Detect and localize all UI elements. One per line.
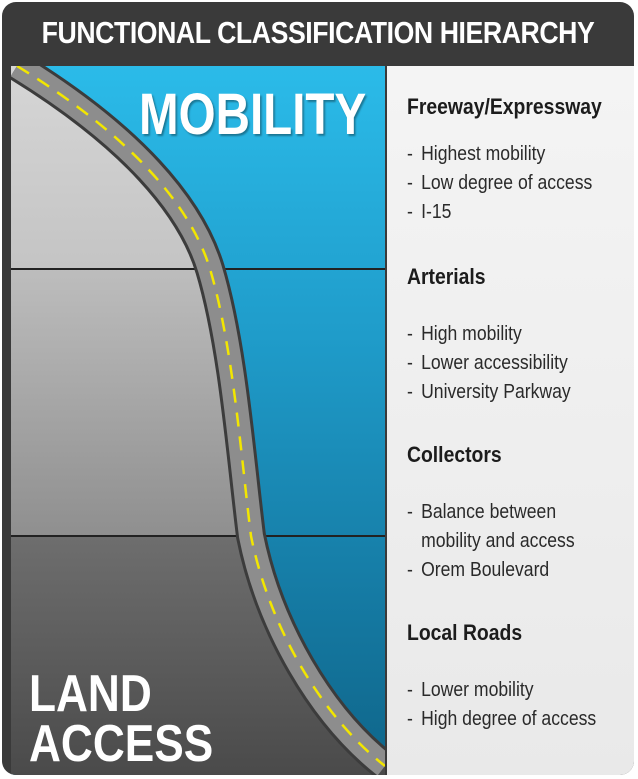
classification-item: mobility and access bbox=[421, 530, 575, 552]
hierarchy-svg bbox=[11, 66, 385, 775]
classification-title: Local Roads bbox=[407, 620, 523, 645]
classification-item: High degree of access bbox=[407, 705, 609, 734]
classification-item: Lower accessibility bbox=[407, 349, 609, 378]
classification-item: Highest mobility bbox=[407, 140, 609, 169]
land-access-band-freeway bbox=[11, 66, 210, 269]
classification-item: I-15 bbox=[407, 198, 609, 227]
classification-items: High mobility Lower accessibility Univer… bbox=[407, 320, 634, 407]
diagram-title: FUNCTIONAL CLASSIFICATION HIERARCHY bbox=[41, 15, 595, 50]
classification-items: Balance between mobility and access Orem… bbox=[407, 498, 634, 585]
classification-item: Balance between bbox=[407, 498, 609, 527]
classification-title: Freeway/Expressway bbox=[407, 94, 602, 119]
classification-item: Lower mobility bbox=[407, 676, 609, 705]
classification-item: High mobility bbox=[407, 320, 609, 349]
land-label: LAND bbox=[29, 665, 152, 723]
classification-local-roads: Local Roads Lower mobility High degree o… bbox=[407, 620, 634, 734]
classification-title: Collectors bbox=[407, 442, 502, 467]
land-access-band-local bbox=[11, 536, 385, 775]
classification-item: Low degree of access bbox=[407, 169, 609, 198]
access-label: ACCESS bbox=[29, 715, 214, 773]
classification-items: Lower mobility High degree of access bbox=[407, 676, 634, 734]
land-access-band-arterial bbox=[11, 269, 251, 536]
classification-arterials: Arterials High mobility Lower accessibil… bbox=[407, 264, 634, 407]
classification-item: University Parkway bbox=[407, 378, 609, 407]
road-center-line bbox=[16, 66, 385, 767]
classification-title: Arterials bbox=[407, 264, 486, 289]
hierarchy-graphic: MOBILITY LAND ACCESS bbox=[11, 66, 385, 775]
classification-freeway: Freeway/Expressway Highest mobility Low … bbox=[407, 94, 634, 227]
classification-item: Orem Boulevard bbox=[407, 556, 609, 585]
classification-items: Highest mobility Low degree of access I-… bbox=[407, 140, 634, 227]
classification-collectors: Collectors Balance between mobility and … bbox=[407, 442, 634, 585]
classification-panel: Freeway/Expressway Highest mobility Low … bbox=[387, 66, 634, 775]
mobility-label: MOBILITY bbox=[139, 82, 367, 147]
